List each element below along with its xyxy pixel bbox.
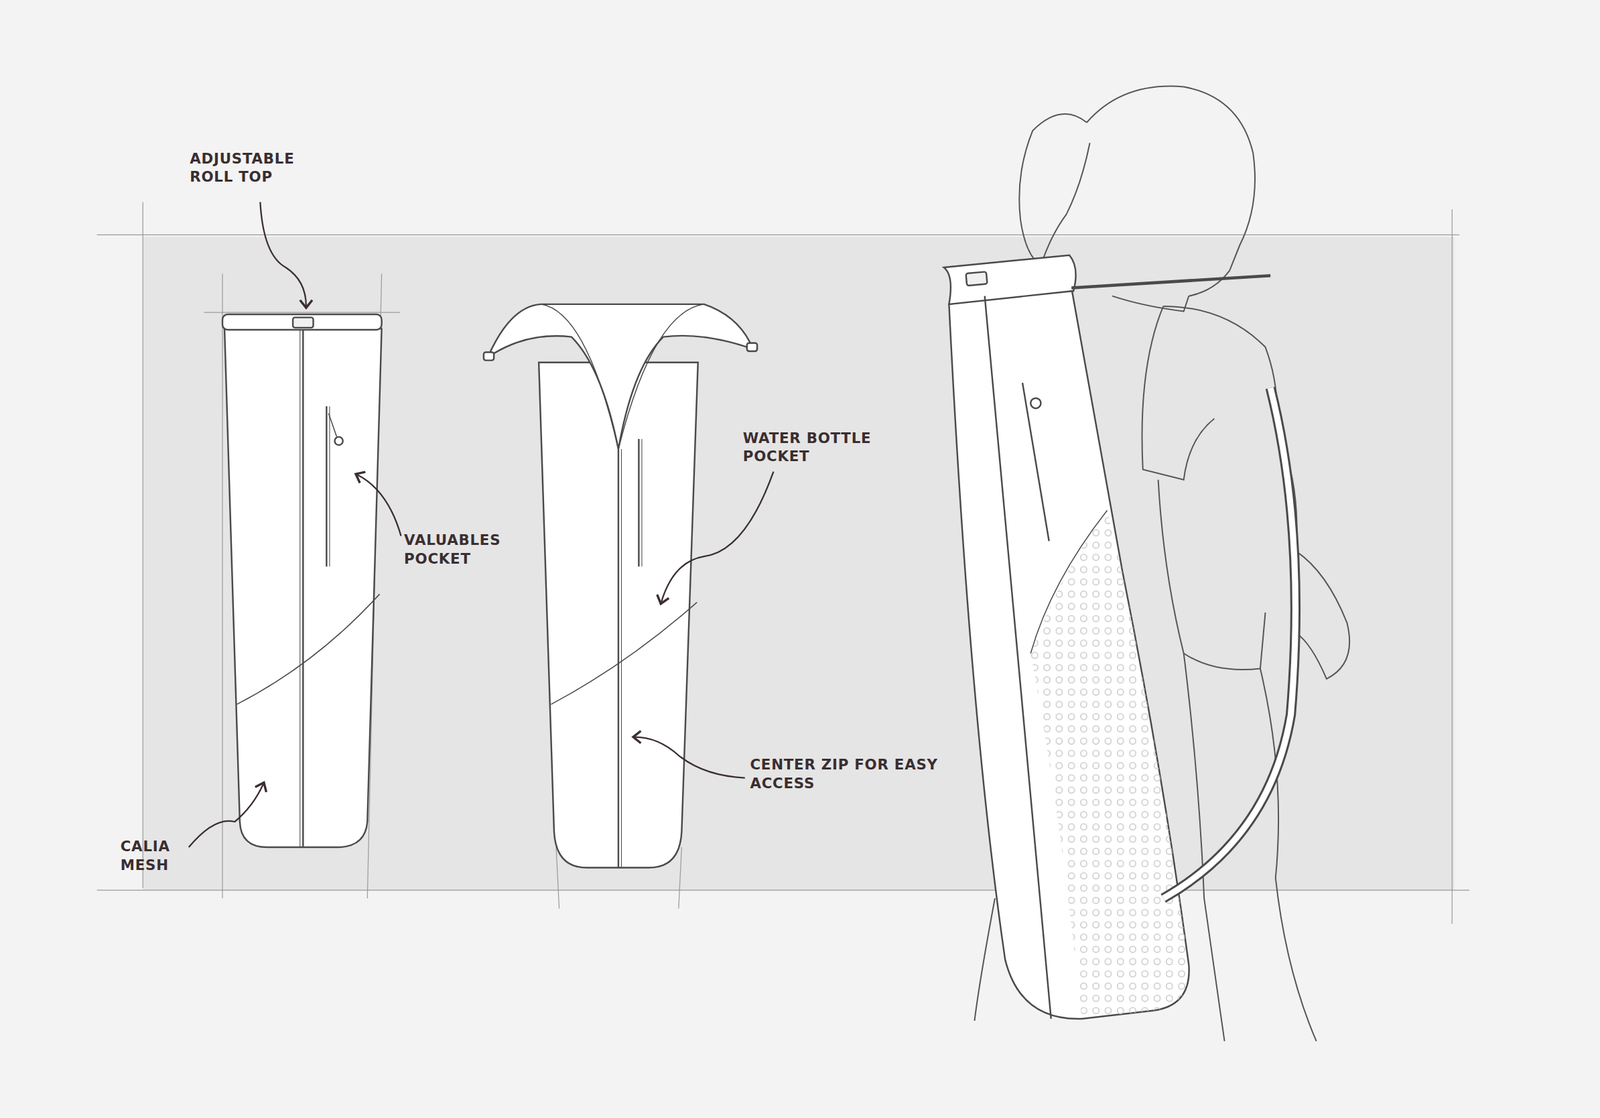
callout-label: CENTER ZIP FOR EASY ACCESS	[749, 755, 939, 792]
callout-label: ADJUSTABLE ROLL TOP	[189, 148, 323, 186]
callout-label: WATER BOTTLE POCKET	[743, 428, 876, 466]
callout-label: CALIA MESH	[120, 836, 203, 874]
callout-label: VALUABLES POCKET	[404, 530, 517, 568]
